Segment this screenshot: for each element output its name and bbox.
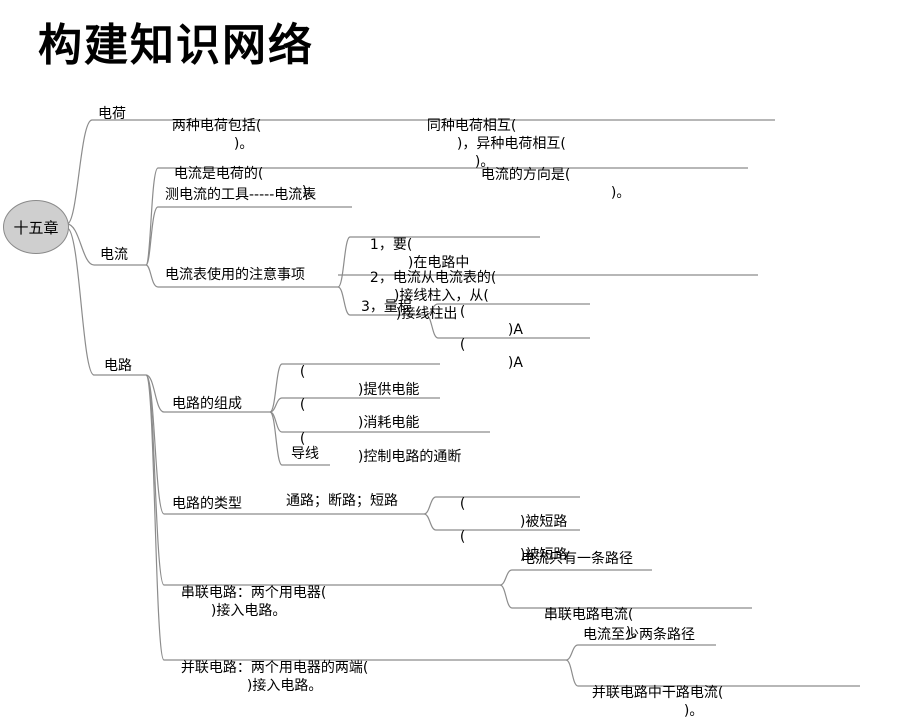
series-path: 电流只有一条路径 [521, 551, 633, 567]
series-current-text: 串联电路电流( [543, 607, 634, 623]
series-circuit: 串联电路：两个用电器( )接入电路。 [172, 566, 326, 620]
charge-item-interaction: 同种电荷相互( )，异种电荷相互( )。 [418, 99, 566, 171]
component-switch-open: ( [299, 431, 306, 447]
component-switch: ( )控制电路的通断 [291, 412, 461, 466]
root-label: 十五章 [13, 218, 59, 237]
usage-rule-2-mid: )接线柱入，从( [393, 288, 489, 304]
charge-item-types: 两种电荷包括( )。 [163, 99, 261, 153]
short-circuit-1-open: ( [459, 496, 466, 512]
charge-label: 电荷 [98, 106, 126, 122]
series-circuit-text: 串联电路：两个用电器( [180, 585, 327, 601]
charge-interaction-close: )。 [474, 154, 495, 170]
current-label: 电流 [100, 247, 128, 263]
charge-types-text: 两种电荷包括( [171, 118, 262, 134]
circuit-types: 电路的类型 [172, 496, 242, 512]
current-definition: 电流是电荷的( )。 [165, 147, 321, 201]
component-source-text: )提供电能 [357, 382, 420, 398]
parallel-circuit-close: )接入电路。 [246, 678, 323, 694]
current-direction-text: 电流的方向是( [480, 167, 571, 183]
charge-same-text: 同种电荷相互( [426, 118, 517, 134]
current-tool: 测电流的工具-----电流表 [165, 187, 317, 203]
parallel-main-current-close: )。 [683, 703, 704, 719]
page-title: 构建知识网络 [38, 20, 314, 71]
charge-opposite-text: )，异种电荷相互( [456, 136, 566, 152]
circuit-types-list: 通路；断路；短路 [286, 493, 398, 509]
component-load-text: )消耗电能 [357, 415, 420, 431]
component-source: ( )提供电能 [291, 345, 419, 399]
mind-map-connectors [66, 119, 860, 687]
range-1-open: ( [459, 304, 466, 320]
range-2: ( )A [451, 318, 523, 372]
current-usage: 电流表使用的注意事项 [165, 267, 305, 283]
series-current: 串联电路电流( )。 [535, 588, 645, 642]
component-load: ( )消耗电能 [291, 378, 419, 432]
series-current-close: )。 [625, 625, 646, 641]
usage-rule-1: 1，要( )在电路中 [361, 218, 469, 272]
component-wire: 导线 [291, 446, 319, 462]
usage-rule-2-rest: )接线柱出 [395, 306, 458, 322]
short-circuit-1: ( )被短路 [451, 477, 567, 531]
circuit-label: 电路 [104, 358, 132, 374]
component-source-open: ( [299, 364, 306, 380]
current-direction-close: )。 [610, 185, 631, 201]
short-circuit-2-open: ( [459, 529, 466, 545]
circuit-composition: 电路的组成 [172, 396, 242, 412]
parallel-circuit-text: 并联电路：两个用电器的两端( [180, 660, 369, 676]
usage-rule-1-rest: )在电路中 [407, 255, 470, 271]
short-circuit-2-text: )被短路 [519, 547, 568, 563]
component-load-open: ( [299, 397, 306, 413]
short-circuit-1-text: )被短路 [519, 514, 568, 530]
short-circuit-2: ( )被短路 [451, 510, 567, 564]
range-2-close: )A [507, 355, 523, 371]
range-2-open: ( [459, 337, 466, 353]
usage-rule-2-text: 2，电流从电流表的( [369, 270, 497, 286]
parallel-main-current: 并联电路中干路电流( )。 [583, 666, 723, 720]
series-circuit-close: )接入电路。 [210, 603, 287, 619]
parallel-path: 电流至少两条路径 [583, 627, 695, 643]
current-definition-close: )。 [301, 184, 322, 200]
usage-rule-3: 3，量程 [361, 299, 412, 315]
range-1: ( )A [451, 285, 523, 339]
parallel-main-current-text: 并联电路中干路电流( [591, 685, 724, 701]
root-node: 十五章 [3, 200, 69, 254]
usage-rule-1-text: 1，要( [369, 237, 413, 253]
parallel-circuit: 并联电路：两个用电器的两端( )接入电路。 [172, 641, 368, 695]
charge-types-close: )。 [233, 136, 254, 152]
current-direction: 电流的方向是( )。 [472, 148, 630, 202]
current-definition-text: 电流是电荷的( [173, 166, 264, 182]
range-1-close: )A [507, 322, 523, 338]
usage-rule-2: 2，电流从电流表的( )接线柱入，从( )接线柱出 [361, 251, 496, 323]
component-switch-text: )控制电路的通断 [357, 449, 462, 465]
